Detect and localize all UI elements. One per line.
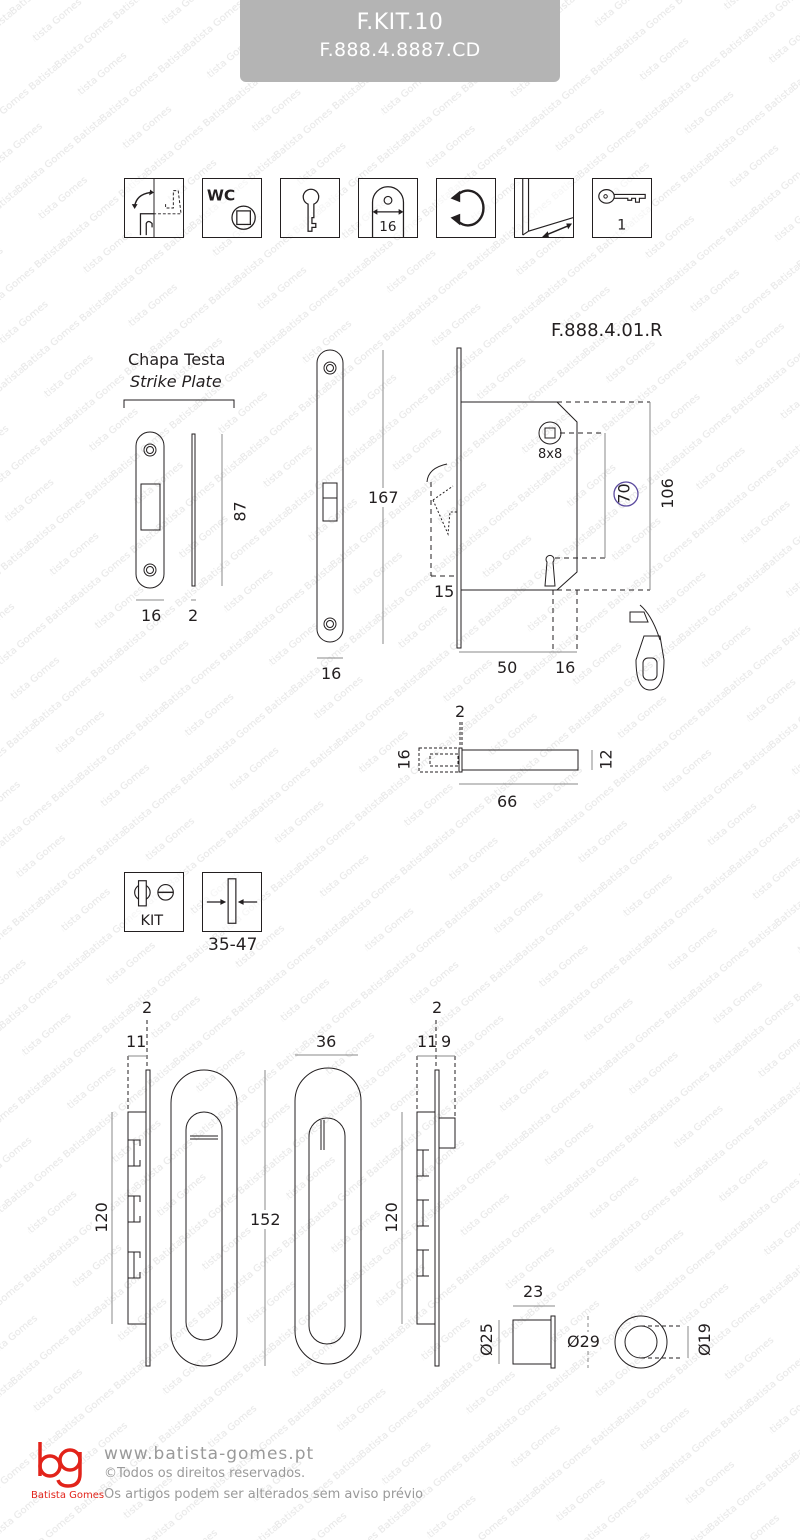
- strike-plate-title: Chapa Testa: [128, 350, 226, 369]
- backset-dim: 50: [497, 658, 518, 677]
- faceplate-width-dim: 16: [321, 664, 342, 683]
- notice-text: Os artigos podem ser alterados sem aviso…: [104, 1487, 424, 1502]
- right-plate-thickness-dim: 2: [432, 998, 443, 1017]
- product-reference: F.888.4.8887.CD: [319, 39, 481, 61]
- sliding-door-icon: [514, 178, 574, 238]
- door-thickness-range: 35-47: [208, 935, 258, 955]
- strike-width-dim: 16: [141, 606, 162, 625]
- strike-thickness-dim: 2: [188, 606, 199, 625]
- left-body-height-dim: 120: [91, 1202, 111, 1233]
- body-height-dim: 106: [657, 478, 677, 509]
- spindle-size-dim: 8x8: [538, 447, 563, 462]
- right-depth-back-dim: 11: [417, 1032, 438, 1051]
- kit-code: F.KIT.10: [356, 10, 444, 35]
- brand-logo: [34, 1440, 86, 1488]
- keyhole-icon: [280, 178, 340, 238]
- rod-thickness-dim: 2: [455, 702, 466, 721]
- spindle-16-icon: 16: [358, 178, 418, 238]
- door-handing-reversible-icon: [124, 178, 184, 238]
- cylinder-flange-diameter-dim: Ø29: [567, 1332, 600, 1351]
- handle-width-dim: 36: [316, 1032, 337, 1051]
- kit-icon: KIT: [124, 872, 184, 932]
- rod-size-dim: 12: [596, 749, 616, 770]
- svg-text:WC: WC: [207, 186, 235, 204]
- left-depth-dim: 11: [126, 1032, 147, 1051]
- svg-text:16: 16: [379, 219, 396, 235]
- copyright-text: ©Todos os direitos reservados.: [104, 1466, 306, 1481]
- key-count-icon: 1: [592, 178, 652, 238]
- wc-icon: WC: [202, 178, 262, 238]
- brand-name: Batista Gomes: [31, 1490, 105, 1501]
- lock-body-reference: F.888.4.01.R: [551, 320, 663, 341]
- svg-text:1: 1: [617, 217, 626, 233]
- cylinder-length-dim: 23: [523, 1282, 544, 1301]
- right-body-height-dim: 120: [381, 1202, 401, 1233]
- hook-projection-dim: 15: [434, 582, 455, 601]
- strike-plate-subtitle: Strike Plate: [130, 372, 222, 391]
- faceplate-height-dim: 167: [368, 488, 399, 507]
- cylinder-inner-diameter-dim: Ø19: [694, 1323, 714, 1356]
- rotation-icon: [436, 178, 496, 238]
- center-distance-dim: 70: [614, 483, 634, 504]
- door-thickness-icon: [202, 872, 262, 932]
- svg-text:KIT: KIT: [140, 913, 163, 929]
- left-plate-height-dim: 152: [250, 1210, 281, 1229]
- website-link[interactable]: www.batista-gomes.pt: [104, 1444, 315, 1464]
- left-plate-thickness-dim: 2: [142, 998, 153, 1017]
- right-depth-front-dim: 9: [441, 1032, 452, 1051]
- product-header: F.KIT.10 F.888.4.8887.CD: [240, 0, 560, 82]
- offset-dim: 16: [555, 658, 576, 677]
- cylinder-body-diameter-dim: Ø25: [476, 1323, 496, 1356]
- rod-head-dim: 16: [394, 749, 414, 770]
- rod-length-dim: 66: [497, 792, 518, 811]
- strike-height-dim: 87: [230, 501, 250, 522]
